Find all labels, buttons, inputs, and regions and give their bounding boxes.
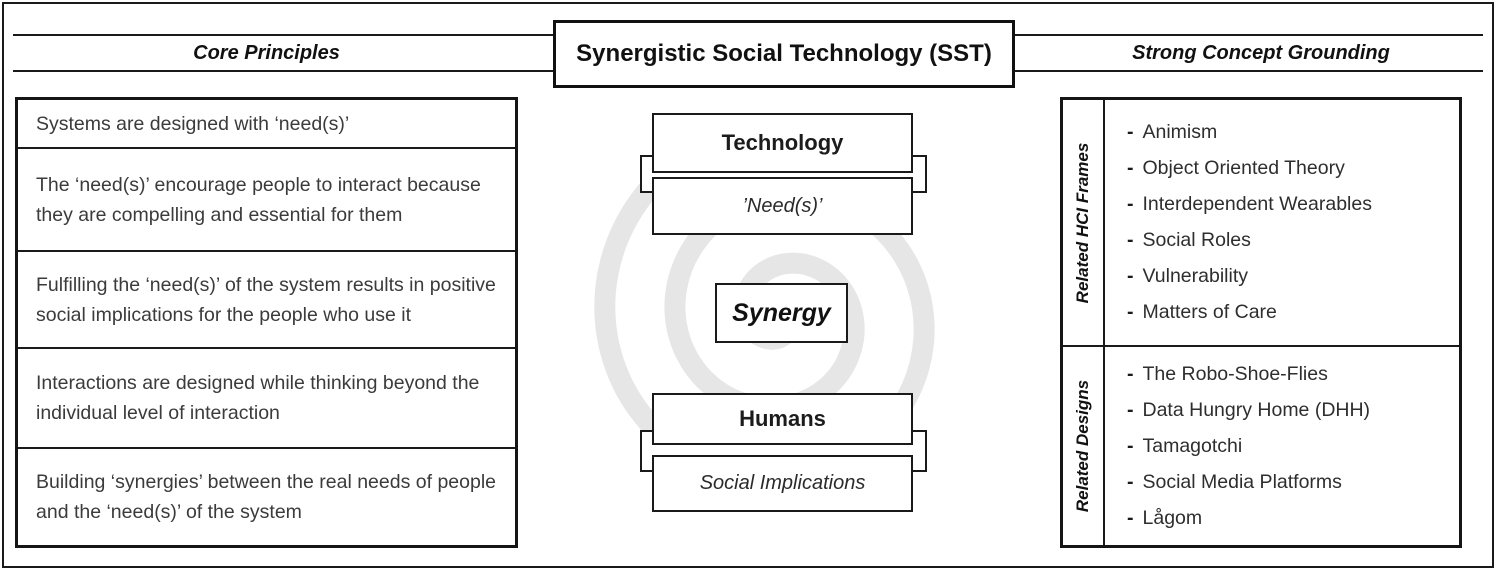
related-designs-label: Related Designs xyxy=(1073,379,1092,513)
list-item: -Interdependent Wearables xyxy=(1127,187,1459,223)
list-item-label: Vulnerability xyxy=(1142,265,1249,287)
dash-bullet: - xyxy=(1127,157,1134,179)
designs-list: -The Robo-Shoe-Flies -Data Hungry Home (… xyxy=(1105,347,1459,545)
dash-bullet: - xyxy=(1127,362,1134,385)
list-item-label: Tamagotchi xyxy=(1142,434,1243,457)
related-hci-frames-label: Related HCI Frames xyxy=(1073,142,1092,303)
list-item-label: Lågom xyxy=(1142,506,1203,529)
dash-bullet: - xyxy=(1127,506,1134,529)
list-item: -Social Media Platforms xyxy=(1127,464,1459,500)
list-item-label: Interdependent Wearables xyxy=(1142,193,1372,215)
related-hci-frames-section: Related HCI Frames -Animism -Object Orie… xyxy=(1063,100,1459,345)
dash-bullet: - xyxy=(1127,301,1134,323)
list-item: -Matters of Care xyxy=(1127,295,1459,331)
table-row: Fulfilling the ‘need(s)’ of the system r… xyxy=(18,250,515,347)
list-item: -Data Hungry Home (DHH) xyxy=(1127,392,1459,428)
list-item-label: Social Roles xyxy=(1142,229,1251,251)
social-implications-box: Social Implications xyxy=(652,455,913,512)
list-item: -Animism xyxy=(1127,115,1459,151)
list-item: -The Robo-Shoe-Flies xyxy=(1127,356,1459,392)
dash-bullet: - xyxy=(1127,193,1134,215)
list-item: -Tamagotchi xyxy=(1127,428,1459,464)
list-item-label: Animism xyxy=(1142,121,1218,143)
core-principles-table: Systems are designed with ‘need(s)’ The … xyxy=(15,97,518,548)
page-title: Synergistic Social Technology (SST) xyxy=(553,20,1015,88)
dash-bullet: - xyxy=(1127,265,1134,287)
table-row: The ‘need(s)’ encourage people to intera… xyxy=(18,147,515,250)
list-item-label: Object Oriented Theory xyxy=(1142,157,1345,179)
dash-bullet: - xyxy=(1127,121,1134,143)
table-row: Interactions are designed while thinking… xyxy=(18,347,515,447)
list-item-label: Data Hungry Home (DHH) xyxy=(1142,398,1371,421)
list-item-label: The Robo-Shoe-Flies xyxy=(1142,362,1328,385)
dash-bullet: - xyxy=(1127,398,1134,421)
list-item-label: Social Media Platforms xyxy=(1142,470,1342,493)
list-item-label: Matters of Care xyxy=(1142,301,1277,323)
list-item: -Social Roles xyxy=(1127,223,1459,259)
synergy-box: Synergy xyxy=(715,283,848,343)
dash-bullet: - xyxy=(1127,470,1134,493)
strong-concept-grounding-heading: Strong Concept Grounding xyxy=(1132,41,1390,64)
hci-frames-list: -Animism -Object Oriented Theory -Interd… xyxy=(1105,100,1459,345)
table-row: Systems are designed with ‘need(s)’ xyxy=(36,112,350,135)
related-designs-section: Related Designs -The Robo-Shoe-Flies -Da… xyxy=(1063,345,1459,545)
related-hci-frames-label-column: Related HCI Frames xyxy=(1063,100,1105,345)
core-principles-heading: Core Principles xyxy=(193,41,340,64)
list-item: -Object Oriented Theory xyxy=(1127,151,1459,187)
related-designs-label-column: Related Designs xyxy=(1063,347,1105,545)
technology-box: Technology xyxy=(652,113,913,173)
dash-bullet: - xyxy=(1127,229,1134,251)
table-row: Building ‘synergies’ between the real ne… xyxy=(18,447,515,545)
humans-box: Humans xyxy=(652,393,913,445)
list-item: -Lågom xyxy=(1127,500,1459,536)
strong-concept-grounding-panel: Related HCI Frames -Animism -Object Orie… xyxy=(1060,97,1462,548)
list-item: -Vulnerability xyxy=(1127,259,1459,295)
needs-box: ’Need(s)’ xyxy=(652,177,913,235)
dash-bullet: - xyxy=(1127,434,1134,457)
